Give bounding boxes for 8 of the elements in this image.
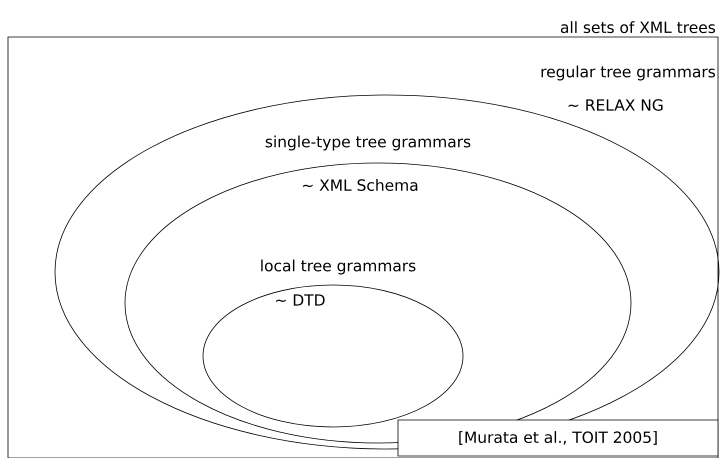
set-label: ~ RELAX NG [568,99,663,111]
set-label: local tree grammars [261,260,416,274]
set-label: all sets of XML trees [560,21,716,34]
set-label: ~ DTD [276,294,325,306]
set-label: ~ XML Schema [302,179,418,191]
citation-box: [Murata et al., TOIT 2005] [398,420,718,456]
set-label: regular tree grammars [542,66,716,80]
set-label: single-type tree grammars [266,136,470,150]
